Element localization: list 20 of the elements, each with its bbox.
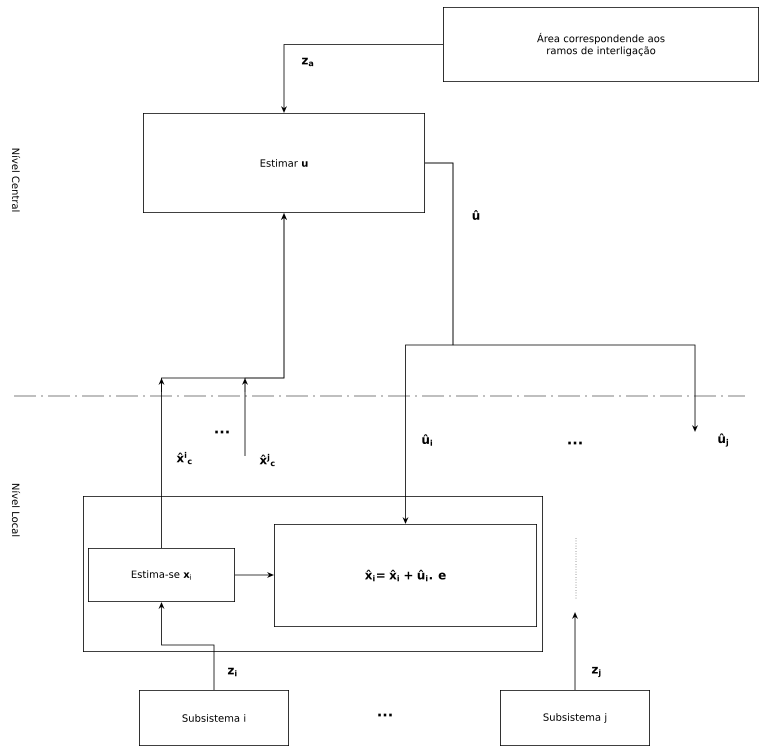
edge-label: x̂$^{i}$c — [176, 452, 192, 464]
edge-label: x̂$^{j}$c — [260, 454, 275, 466]
edge-label: z$_{a}$ — [302, 58, 314, 66]
ellipsis: ... — [568, 442, 582, 444]
process-box: x̂$_{i}$= x̂$_{i}$ + û$_{i}$. e — [274, 524, 537, 627]
ellipsis: ... — [378, 714, 392, 716]
vertical-label: Nível Local — [12, 484, 20, 536]
process-box: Subsistema i — [139, 690, 289, 746]
vertical-label: Nível Central — [12, 148, 20, 212]
edge-label: û$_{i}$ — [422, 434, 432, 446]
process-box: Área correspondende aos ramos de interligação — [443, 7, 759, 82]
process-box: Estimar u — [143, 113, 425, 213]
math-label: û — [472, 210, 480, 220]
ellipsis: ... — [215, 430, 229, 434]
process-box: Estima-se x$_{i}$ — [88, 548, 235, 602]
group-box — [83, 496, 543, 652]
edge-label: z$_{j}$ — [592, 666, 600, 678]
edge-label: û$_{j}$ — [718, 433, 728, 447]
process-box: Subsistema j — [500, 690, 650, 746]
edge-label: z$_{i}$ — [228, 668, 236, 676]
